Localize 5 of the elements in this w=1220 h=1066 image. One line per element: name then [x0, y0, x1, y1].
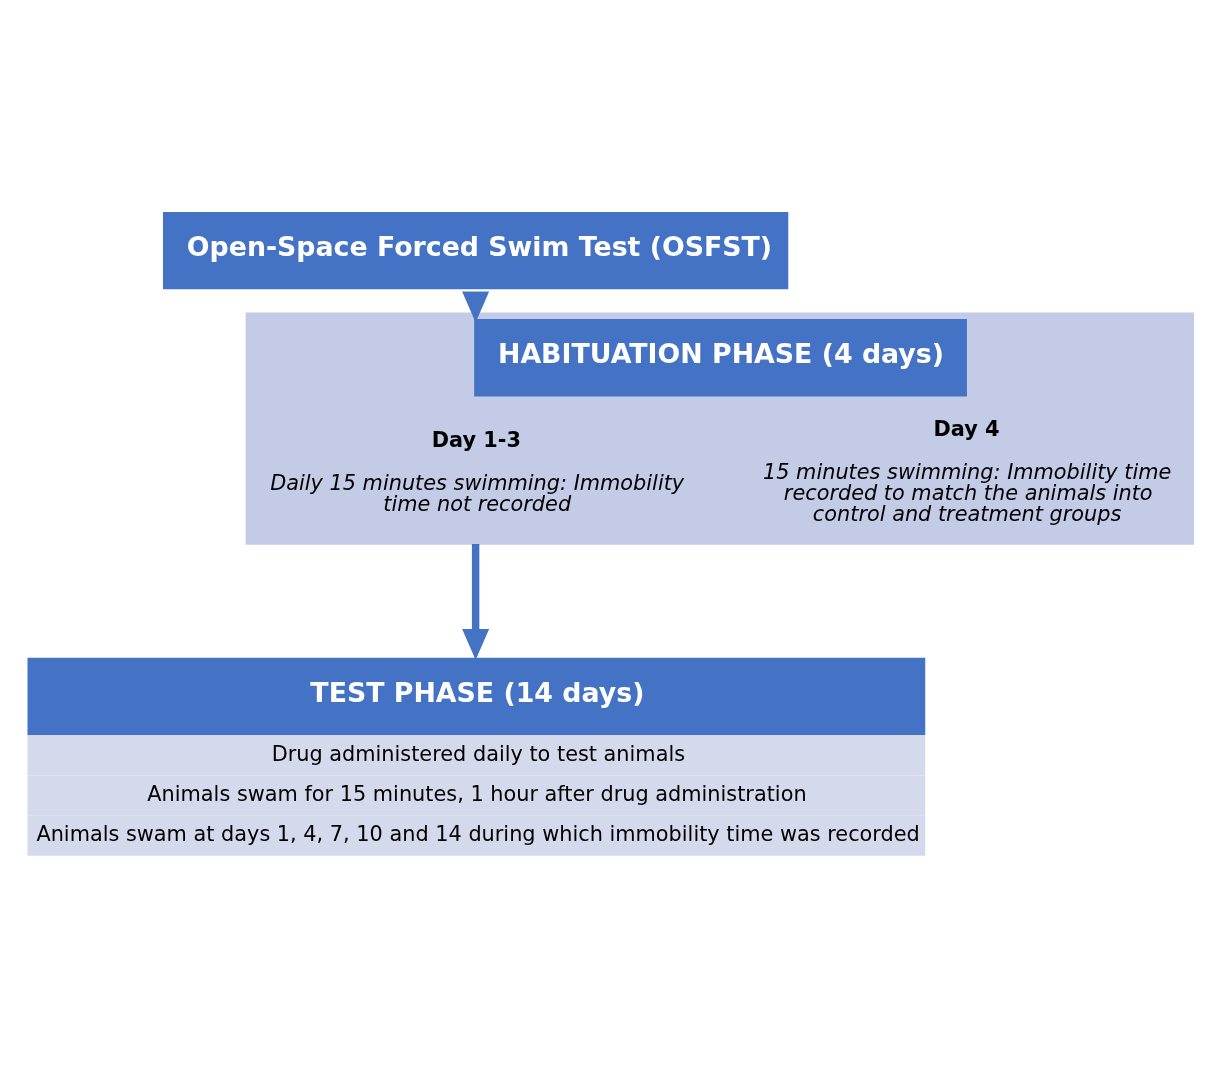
arrow: [462, 291, 490, 322]
node-text: Day 4 15 minutes swimming: Immobility time recorded to match the animals into control and treatment groups: [762, 416, 1172, 526]
node-box: Open-Space Forced Swim Test (OSFST): [163, 211, 789, 289]
node-text: Day 1-3 Daily 15 minutes swimming: Immobility time not recorded: [270, 427, 685, 516]
arrow: [462, 543, 490, 660]
